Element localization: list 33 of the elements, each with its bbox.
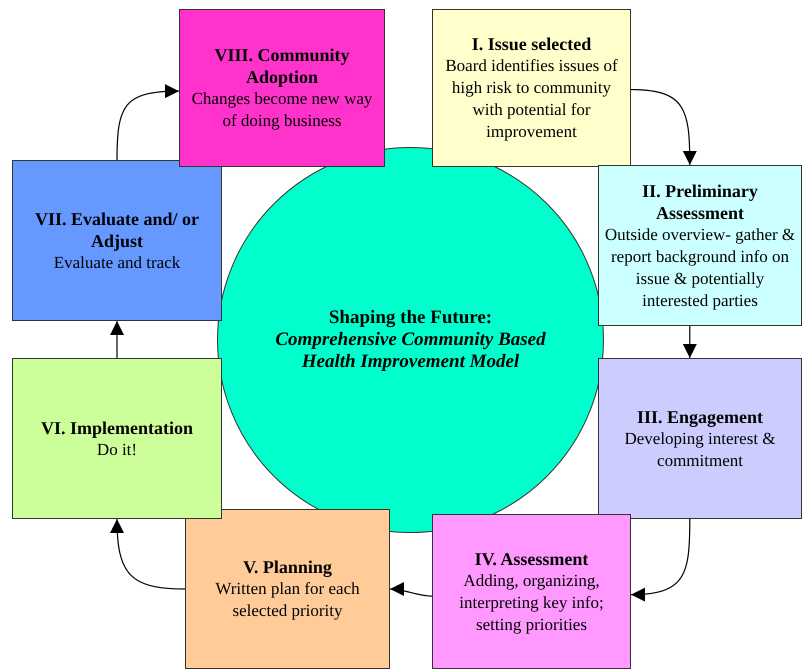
step-description: Outside overview- gather & report background info on issue & potentially interested parties (604, 224, 796, 312)
step-title: V. Planning (243, 556, 332, 578)
step-title: I. Issue selected (472, 33, 592, 55)
arrow (110, 518, 186, 590)
step-description: Written plan for each selected priority (214, 578, 361, 622)
step-title: VI. Implementation (41, 416, 193, 438)
arrow (630, 88, 697, 165)
step-description: Developing interest & commitment (623, 428, 777, 472)
step-title: II. Preliminary Assessment (641, 180, 759, 224)
step-box (598, 165, 802, 326)
step-description: Adding, organizing, interpreting key info; setting priorities (458, 570, 605, 636)
step-title: VIII. Community Adoption (213, 44, 351, 88)
arrow (630, 519, 690, 602)
step-box (432, 9, 631, 167)
step-description: Do it! (96, 438, 138, 460)
step-box (598, 358, 802, 519)
step-box (185, 509, 390, 669)
step-description: Board identifies issues of high risk to community with potential for improvement (444, 55, 619, 143)
circle-text: Comprehensive Community Based Health Improvement Model (274, 329, 547, 373)
step-title: VII. Evaluate and/ or Adjust (34, 208, 200, 252)
circle-heading: Shaping the Future: (328, 307, 492, 329)
step-description: Evaluate and track (54, 252, 180, 274)
step-title: III. Engagement (636, 406, 763, 428)
step-title: IV. Assessment (474, 548, 588, 570)
arrow (390, 582, 432, 597)
arrow (682, 326, 697, 358)
step-box (12, 160, 222, 321)
step-box (12, 358, 222, 519)
arrow (116, 84, 180, 160)
arrow (110, 321, 124, 358)
step-box (179, 9, 385, 167)
step-description: Changes become new way of doing business (190, 88, 374, 132)
step-box (432, 514, 631, 669)
